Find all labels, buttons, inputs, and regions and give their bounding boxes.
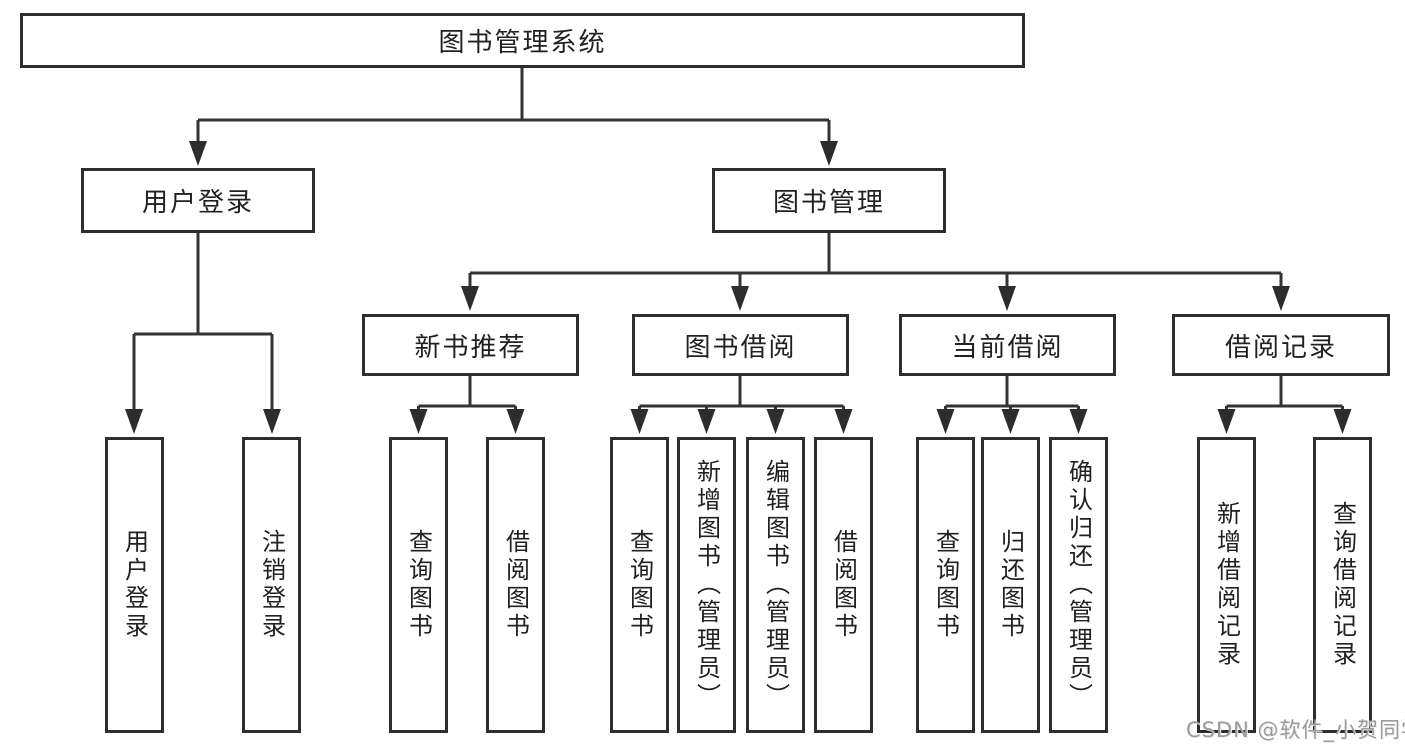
arrowhead-icon (697, 409, 716, 434)
arrowhead-icon (936, 409, 955, 434)
node-label: 用户登录 (120, 529, 149, 641)
node-label: 编辑图书（管理员） (761, 459, 790, 711)
node-leaf-query-books-current: 查询图书 (916, 437, 975, 733)
arrowhead-icon (1333, 409, 1352, 434)
arrowhead-icon (263, 409, 281, 434)
arrowhead-icon (820, 141, 838, 166)
node-label: 查询借阅记录 (1328, 501, 1357, 669)
node-label: 用户登录 (141, 188, 254, 218)
node-leaf-borrow-books-borrow: 借阅图书 (814, 437, 873, 733)
connector-records-to-leaves (1217, 376, 1352, 434)
arrowhead-icon (409, 409, 428, 434)
arrowhead-icon (1272, 286, 1290, 311)
arrowhead-icon (766, 409, 785, 434)
node-group-book-borrow: 图书借阅 (632, 314, 849, 376)
node-root: 图书管理系统 (20, 13, 1025, 68)
arrowhead-icon (1001, 409, 1020, 434)
arrowhead-icon (506, 409, 525, 434)
node-label: 图书借阅 (684, 332, 797, 363)
node-label: 图书管理系统 (438, 28, 607, 58)
connector-login-to-leaves (125, 233, 281, 434)
node-label: 借阅图书 (829, 529, 858, 641)
node-label: 借阅图书 (501, 529, 530, 641)
node-label: 图书管理 (772, 188, 885, 218)
node-leaf-query-books-recommend: 查询图书 (389, 437, 448, 733)
node-label: 新增借阅记录 (1212, 501, 1241, 669)
node-label: 注销登录 (257, 529, 286, 641)
node-label: 归还图书 (996, 529, 1025, 641)
node-group-new-book-recommend: 新书推荐 (362, 314, 579, 376)
node-label: 借阅记录 (1224, 332, 1337, 363)
node-label: 新书推荐 (414, 332, 527, 363)
connector-current-to-leaves (936, 376, 1088, 434)
node-label: 查询图书 (931, 529, 960, 641)
node-branch-user-login: 用户登录 (81, 168, 315, 233)
connector-root-to-branches (189, 68, 838, 166)
node-group-borrow-records: 借阅记录 (1172, 314, 1390, 376)
node-label: 确认归还（管理员） (1064, 459, 1093, 711)
node-leaf-user-login: 用户登录 (105, 437, 164, 733)
csdn-watermark: CSDN @软件_小贺同学 (1186, 718, 1405, 742)
node-branch-book-management: 图书管理 (712, 168, 946, 233)
node-leaf-add-borrow-record: 新增借阅记录 (1197, 437, 1256, 733)
node-leaf-edit-book-admin: 编辑图书（管理员） (746, 437, 805, 733)
node-leaf-logout: 注销登录 (242, 437, 301, 733)
arrowhead-icon (630, 409, 649, 434)
connector-management-to-groups (461, 233, 1290, 311)
arrowhead-icon (998, 286, 1016, 311)
node-label: 当前借阅 (951, 332, 1064, 363)
node-leaf-add-book-admin: 新增图书（管理员） (677, 437, 736, 733)
node-leaf-confirm-return-admin: 确认归还（管理员） (1049, 437, 1108, 733)
arrowhead-icon (834, 409, 853, 434)
node-label: 新增图书（管理员） (692, 459, 721, 711)
node-leaf-query-borrow-record: 查询借阅记录 (1313, 437, 1372, 733)
arrowhead-icon (189, 141, 207, 166)
node-leaf-borrow-books-recommend: 借阅图书 (486, 437, 545, 733)
node-leaf-query-books-borrow: 查询图书 (610, 437, 669, 733)
arrowhead-icon (461, 286, 479, 311)
node-leaf-return-book: 归还图书 (981, 437, 1040, 733)
node-label: 查询图书 (404, 529, 433, 641)
arrowhead-icon (125, 409, 143, 434)
node-label: 查询图书 (625, 529, 654, 641)
arrowhead-icon (731, 286, 749, 311)
connector-borrow-to-leaves (630, 376, 853, 434)
connector-recommend-to-leaves (409, 376, 525, 434)
node-group-current-borrow: 当前借阅 (899, 314, 1116, 376)
arrowhead-icon (1217, 409, 1236, 434)
arrowhead-icon (1069, 409, 1088, 434)
